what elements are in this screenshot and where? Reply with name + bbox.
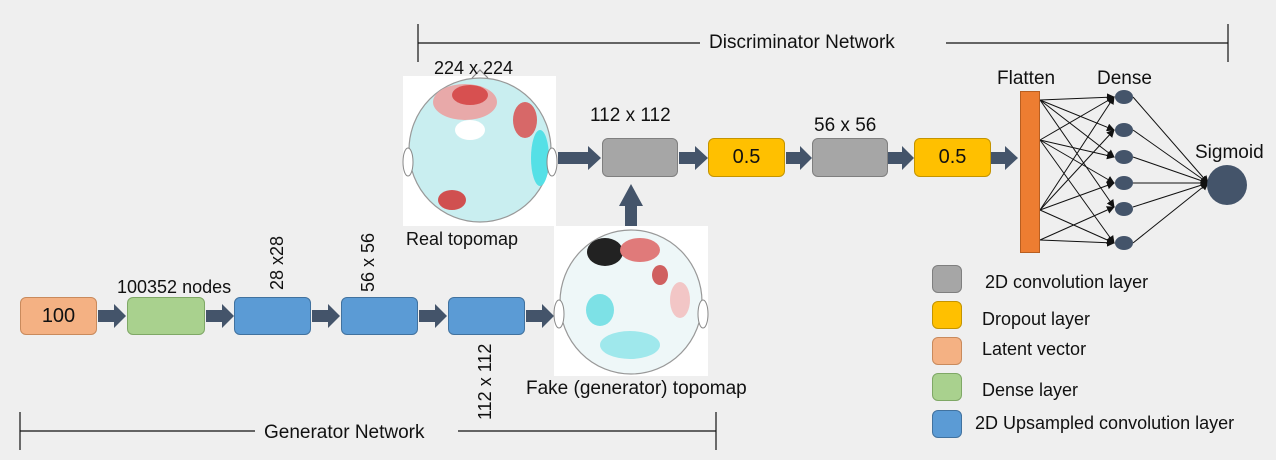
flatten-label: Flatten (997, 68, 1056, 89)
generator-dense-block (127, 297, 205, 335)
real-image-size-label: 224 x 224 (434, 58, 514, 78)
legend-label-dense: Dense layer (982, 380, 1079, 400)
discriminator-conv-block-2 (812, 138, 888, 177)
real-topomap-caption: Real topomap (406, 229, 519, 249)
dense-node (1115, 202, 1133, 216)
generator-upconv-block-3 (448, 297, 525, 335)
legend-label-dropout: Dropout layer (982, 309, 1091, 329)
up3-size-label: 112 x 112 (475, 343, 495, 420)
discriminator-dropout-block-1: 0.5 (708, 138, 785, 177)
conv1-size-label: 112 x 112 (590, 105, 671, 126)
arrow-fake-to-conv1 (619, 184, 643, 230)
arrow-latent-to-dense (98, 304, 126, 328)
generator-network-label: Generator Network (264, 422, 425, 443)
legend-swatch-upconv (932, 410, 962, 438)
real-topomap-image (402, 69, 558, 226)
dense-node (1115, 236, 1133, 250)
conv2-size-label: 56 x 56 (814, 115, 877, 136)
arrow-conv2-to-drop2 (888, 146, 914, 170)
discriminator-conv-block-1 (602, 138, 678, 177)
generator-upconv-block-2 (341, 297, 418, 335)
dense-nodes-label: 100352 nodes (117, 277, 232, 297)
arrow-up3-to-fake (526, 304, 554, 328)
arrow-real-to-conv1 (558, 146, 601, 170)
fake-topomap-image (553, 226, 709, 376)
generator-bracket (19, 412, 717, 450)
dense-node (1115, 150, 1133, 164)
up1-size-label: 28 x28 (267, 235, 287, 290)
dense-node (1115, 123, 1133, 137)
flatten-layer-bar (1020, 91, 1040, 253)
arrow-drop2-to-flatten (991, 146, 1018, 170)
legend-swatch-latent (932, 337, 962, 365)
fake-topomap-caption: Fake (generator) topomap (526, 378, 747, 399)
arrow-drop1-to-conv2 (786, 146, 812, 170)
flatten-dense-connections (1039, 93, 1115, 247)
generator-upconv-block-1 (234, 297, 311, 335)
discriminator-network-label: Discriminator Network (709, 32, 895, 53)
sigmoid-node (1207, 165, 1247, 205)
dense-label: Dense (1097, 68, 1152, 89)
latent-vector-block: 100 (20, 297, 97, 335)
up2-size-label: 56 x 56 (358, 232, 378, 292)
dense-node (1115, 90, 1133, 104)
legend-swatch-dropout (932, 301, 962, 329)
dense-sigmoid-connections (1132, 96, 1209, 244)
discriminator-bracket (417, 24, 1229, 62)
arrow-up2-to-up3 (419, 304, 447, 328)
legend-label-upconv: 2D Upsampled convolution layer (975, 413, 1235, 433)
arrow-dense-to-up1 (206, 304, 234, 328)
discriminator-dropout-block-2: 0.5 (914, 138, 991, 177)
arrow-conv1-to-drop1 (679, 146, 708, 170)
dense-node (1115, 176, 1133, 190)
sigmoid-label: Sigmoid (1195, 142, 1264, 163)
legend-swatch-conv (932, 265, 962, 293)
legend-swatch-dense (932, 373, 962, 401)
arrow-up1-to-up2 (312, 304, 340, 328)
legend-label-latent: Latent vector (982, 339, 1087, 359)
legend-label-conv: 2D convolution layer (985, 272, 1149, 292)
